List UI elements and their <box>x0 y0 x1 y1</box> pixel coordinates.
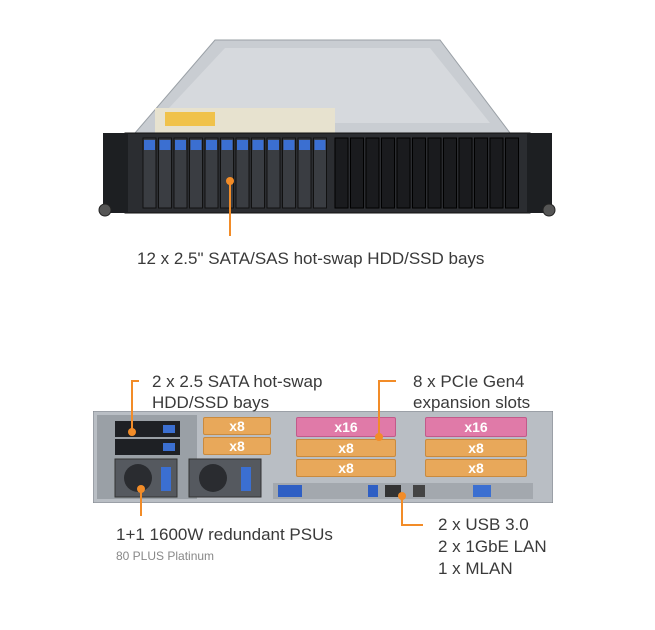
drive-bay <box>282 137 296 209</box>
pcie-slot-mid-2: x8 <box>296 439 396 457</box>
empty-bay <box>427 137 442 209</box>
drive-bay <box>313 137 327 209</box>
drive-bay <box>251 137 265 209</box>
empty-bay <box>443 137 457 209</box>
io-leader-v <box>401 497 403 525</box>
bays-leader-v <box>131 380 133 430</box>
drive-bay <box>173 137 188 209</box>
drive-bay <box>220 137 234 209</box>
empty-bay <box>412 137 426 209</box>
pcie-slot-left-1: x8 <box>203 417 271 435</box>
empty-bay <box>458 137 473 209</box>
rear-psu-callout: 1+1 1600W redundant PSUs <box>116 525 333 544</box>
rear-io-callout-line2: 2 x 1GbE LAN <box>438 537 547 556</box>
drive-bay <box>158 137 172 209</box>
empty-bay <box>365 137 380 209</box>
empty-bay <box>396 137 411 209</box>
drive-bay <box>204 137 219 209</box>
pcie-slot-mid-3: x8 <box>296 459 396 477</box>
front-leader-dot <box>226 177 234 185</box>
rear-psu-subtext: 80 PLUS Platinum <box>116 549 215 563</box>
io-leader-h <box>401 524 423 526</box>
front-server-image <box>95 38 560 223</box>
bays-leader-h <box>131 380 139 382</box>
drive-bay <box>235 137 250 209</box>
front-leader-line <box>229 183 231 236</box>
pcie-leader-dot <box>375 433 383 441</box>
psu-leader-v <box>140 490 142 516</box>
empty-bay <box>474 137 488 209</box>
drive-bay <box>189 137 203 209</box>
pcie-slot-right-2: x8 <box>425 439 527 457</box>
empty-bay <box>489 137 504 209</box>
empty-bay <box>334 137 349 209</box>
rear-pcie-callout-line1: 8 x PCIe Gen4 <box>413 372 525 391</box>
front-bays-callout: 12 x 2.5" SATA/SAS hot-swap HDD/SSD bays <box>137 249 485 268</box>
pcie-slot-right-1: x16 <box>425 417 527 437</box>
empty-bay <box>381 137 395 209</box>
rear-bays-callout-line1: 2 x 2.5 SATA hot-swap <box>152 372 323 391</box>
drive-bay <box>297 137 312 209</box>
rear-bays-callout-line2: HDD/SSD bays <box>152 393 270 412</box>
drive-bay <box>142 137 157 209</box>
bays-leader-dot <box>128 428 136 436</box>
io-leader-dot <box>398 492 406 500</box>
pcie-slot-right-3: x8 <box>425 459 527 477</box>
rear-io-callout-line3: 1 x MLAN <box>438 559 513 578</box>
rear-io-callout-line1: 2 x USB 3.0 <box>438 515 529 534</box>
empty-bay <box>505 137 519 209</box>
empty-bay <box>350 137 364 209</box>
pcie-slot-left-2: x8 <box>203 437 271 455</box>
psu-leader-dot <box>137 485 145 493</box>
pcie-leader-h <box>378 380 396 382</box>
rear-pcie-callout-line2: expansion slots <box>413 393 531 412</box>
drive-bay <box>266 137 281 209</box>
rear-server-image: x8 x8 x16 x8 x8 x16 x8 x8 <box>92 410 554 504</box>
pcie-leader-v <box>378 380 380 435</box>
pcie-slot-mid-1: x16 <box>296 417 396 437</box>
